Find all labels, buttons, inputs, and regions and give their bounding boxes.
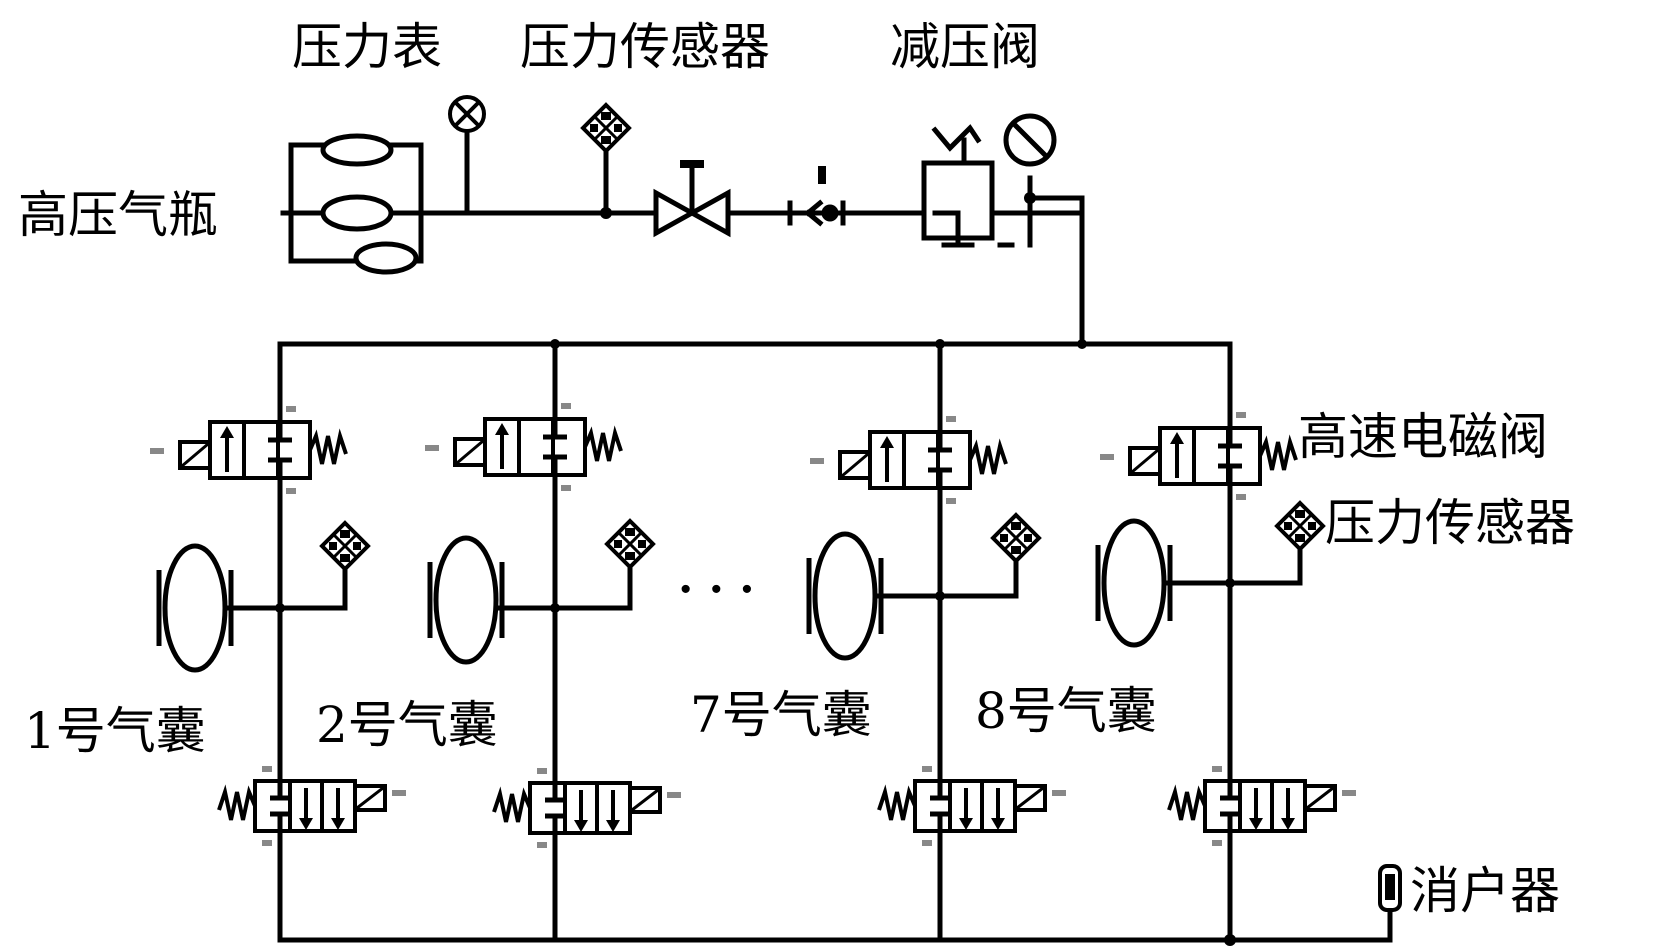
pressure-sensor-icon-2	[605, 519, 655, 569]
airbag-icon-7	[809, 534, 881, 658]
solenoid-valve-lower-2	[494, 768, 681, 848]
pressure-gauge-icon	[448, 95, 486, 133]
label-hp-bottle: 高压气瓶	[18, 186, 218, 244]
pressure-sensor-icon-8	[1275, 501, 1325, 551]
label-pressure-sensor-right: 压力传感器	[1325, 494, 1575, 552]
solenoid-valve-upper-2	[425, 403, 621, 491]
airbag-icon-2	[430, 538, 502, 662]
label-muffler: 消户器	[1410, 862, 1560, 920]
solenoid-valve-upper-8	[1100, 412, 1296, 500]
pressure-sensor-icon-7	[991, 513, 1041, 563]
label-pressure-sensor-top: 压力传感器	[520, 18, 770, 76]
airbag-icon-1	[159, 546, 231, 670]
solenoid-valve-upper-7	[810, 416, 1006, 504]
label-airbag-8: 8号气囊	[975, 682, 1157, 740]
label-airbag-2: 2号气囊	[316, 696, 498, 754]
label-reducing-valve: 减压阀	[890, 18, 1040, 76]
solenoid-valve-lower-8	[1169, 766, 1356, 846]
solenoid-valve-upper-1	[150, 406, 346, 494]
solenoid-valve-lower-1	[219, 766, 406, 846]
muffler-icon	[1378, 864, 1402, 912]
label-pressure-gauge: 压力表	[292, 18, 442, 76]
label-airbag-7: 7号气囊	[690, 686, 872, 744]
solenoid-valve-lower-7	[879, 766, 1066, 846]
label-airbag-1: 1号气囊	[24, 702, 206, 760]
pressure-sensor-icon-top	[581, 103, 631, 153]
ellipsis: · · ·	[678, 564, 755, 615]
label-hs-solenoid-valve: 高速电磁阀	[1298, 408, 1548, 466]
airbag-icon-8	[1098, 521, 1170, 645]
pressure-sensor-icon-1	[320, 521, 370, 571]
